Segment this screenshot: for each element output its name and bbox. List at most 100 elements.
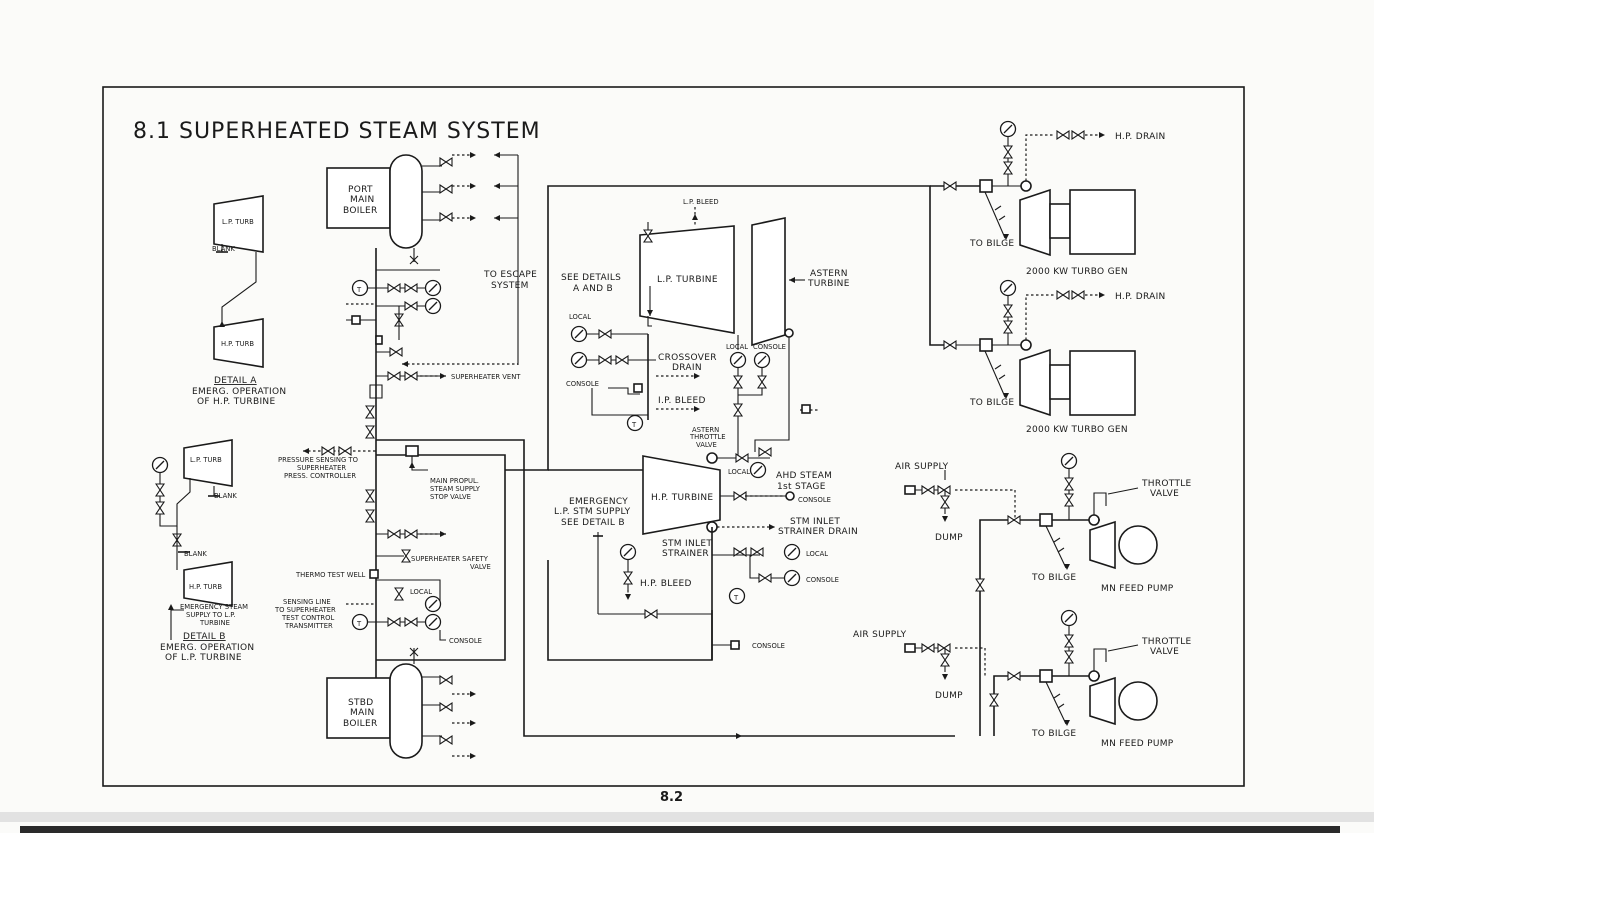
stm-inlet-group: STM INLET STRAINER DRAIN STM INLET STRAI… xyxy=(662,517,858,587)
temp-t-symbol-1: T xyxy=(356,286,362,294)
feed-pump-lower: AIR SUPPLY DUMP THROTTLE VALVE TO BILGE … xyxy=(853,609,1192,749)
see-details-label-2: A AND B xyxy=(573,284,613,294)
ahd-steam-label-2: 1st STAGE xyxy=(777,482,826,492)
turbo-gen-lower: H.P. DRAIN TO BILGE 2000 KW TURBO GEN xyxy=(943,279,1165,435)
to-bilge-label-2: TO BILGE xyxy=(969,398,1014,408)
port-main-boiler: PORT MAIN BOILER xyxy=(326,154,423,249)
hp-drain-label-1: H.P. DRAIN xyxy=(1115,132,1166,142)
stbd-boiler-label-3: BOILER xyxy=(343,719,378,729)
astern-turbine-label-1: ASTERN xyxy=(810,269,848,279)
sensing-line-label-2: TO SUPERHEATER xyxy=(274,606,336,614)
to-escape-label-1: TO ESCAPE xyxy=(483,270,537,280)
pressure-sensing-label-1: PRESSURE SENSING TO xyxy=(278,456,358,464)
local-label-2: LOCAL xyxy=(569,313,591,321)
pressure-sensing: PRESSURE SENSING TO SUPERHEATER PRESS. C… xyxy=(278,445,481,523)
astern-local-gauge xyxy=(729,351,747,369)
astern-throttle-label-3: VALVE xyxy=(696,441,717,449)
emergency-lp-label-1: EMERGENCY xyxy=(569,497,628,507)
sensing-line-label-1: SENSING LINE xyxy=(283,598,331,606)
pressure-sensing-label-3: PRESS. CONTROLLER xyxy=(284,472,356,480)
stm-inlet-drain-label-2: STRAINER DRAIN xyxy=(778,527,858,537)
detail-b-caption-1: DETAIL B xyxy=(183,632,226,642)
ahd-steam-label-1: AHD STEAM xyxy=(776,471,832,481)
hp-turbine-label: H.P. TURBINE xyxy=(651,493,713,503)
local-label-3: LOCAL xyxy=(726,343,748,351)
detail-b-blank-1: BLANK xyxy=(214,492,237,500)
astern-throttle-group: LOCAL CONSOLE ASTERN THROTTLE VALVE xyxy=(689,335,818,464)
detail-a: L.P. TURB H.P. TURB BLANK DETAIL A EMERG… xyxy=(192,195,286,407)
emergency-lp-label-2: L.P. STM SUPPLY xyxy=(554,507,631,517)
feed-pump-label-1: MN FEED PUMP xyxy=(1101,584,1174,594)
console-label-2: CONSOLE xyxy=(566,380,599,388)
detail-b: L.P. TURB H.P. TURB BLANK BLANK EMERGENC… xyxy=(151,439,254,663)
hp-bleed-group: H.P. BLEED T CONSOLE xyxy=(597,527,785,660)
throttle-valve-label-2b: VALVE xyxy=(1150,647,1179,657)
emergency-lp-label-3: SEE DETAIL B xyxy=(561,518,625,528)
superheater-header: T SUPERHEATER VENT xyxy=(346,248,521,680)
stbd-main-boiler: STBD MAIN BOILER xyxy=(326,647,476,759)
binding-strip xyxy=(0,812,1374,833)
stbd-boiler-label-2: MAIN xyxy=(350,708,375,718)
dump-label-1: DUMP xyxy=(935,533,963,543)
ip-bleed-label: I.P. BLEED xyxy=(658,396,706,406)
turbo-gen-label-2: 2000 KW TURBO GEN xyxy=(1026,425,1128,435)
ahd-steam-group: LOCAL CONSOLE AHD STEAM 1st STAGE xyxy=(720,461,832,504)
diagram-title: 8.1 SUPERHEATED STEAM SYSTEM xyxy=(133,119,541,144)
astern-turbine: ASTERN TURBINE xyxy=(751,217,850,452)
feed-pump-lower-gauge xyxy=(1060,609,1078,627)
console-label-1: CONSOLE xyxy=(449,637,482,645)
superheater-safety-group: SUPERHEATER SAFETY VALVE THERMO TEST WEL… xyxy=(274,529,491,645)
detail-b-lp-turbine xyxy=(183,439,233,487)
turbo-gen-label-1: 2000 KW TURBO GEN xyxy=(1026,267,1128,277)
superheater-safety-label-1: SUPERHEATER SAFETY xyxy=(411,555,489,563)
detail-b-blank-2: BLANK xyxy=(184,550,207,558)
pressure-gauge-3 xyxy=(424,595,442,613)
console-label-6: CONSOLE xyxy=(752,642,785,650)
stbd-boiler-label-1: STBD xyxy=(348,698,374,708)
diagram-frame xyxy=(102,86,1245,787)
see-details-label-1: SEE DETAILS xyxy=(561,273,621,283)
sensing-line-label-4: TRANSMITTER xyxy=(284,622,333,630)
temp-t-symbol-3: T xyxy=(631,421,637,429)
feed-pump-upper: AIR SUPPLY DUMP THROTTLE VALVE TO BILGE … xyxy=(895,452,1191,736)
port-boiler-label-1: PORT xyxy=(348,185,373,195)
lp-turbine-label: L.P. TURBINE xyxy=(657,275,718,285)
to-bilge-label-4: TO BILGE xyxy=(1031,729,1076,739)
superheater-safety-label-2: VALVE xyxy=(470,563,491,571)
crossover-local-gauge xyxy=(570,325,588,343)
astern-throttle-label-1: ASTERN xyxy=(692,426,719,434)
air-supply-label-1: AIR SUPPLY xyxy=(895,462,949,472)
detail-b-hp-turbine xyxy=(183,561,233,607)
hp-bleed-label: H.P. BLEED xyxy=(640,579,692,589)
detail-b-gauge xyxy=(151,456,169,474)
detail-a-blank-label: BLANK xyxy=(212,245,235,253)
stm-inlet-drain-label-1: STM INLET xyxy=(790,517,840,527)
feed-pump-label-2: MN FEED PUMP xyxy=(1101,739,1174,749)
detail-b-caption-2: EMERG. OPERATION xyxy=(160,643,254,653)
detail-a-lp-turbine xyxy=(213,195,264,253)
stm-inlet-strainer-label-1: STM INLET xyxy=(662,539,712,549)
main-propul-label-1: MAIN PROPUL. xyxy=(430,477,479,485)
turbo-gen-upper-gauge xyxy=(999,120,1017,138)
pressure-sensing-label-2: SUPERHEATER xyxy=(297,464,346,472)
detail-b-emergency-3: TURBINE xyxy=(199,619,230,627)
dump-label-2: DUMP xyxy=(935,691,963,701)
detail-b-caption-3: OF L.P. TURBINE xyxy=(165,653,242,663)
detail-a-caption-1: DETAIL A xyxy=(214,376,257,386)
crossover-console-gauge xyxy=(570,351,588,369)
throttle-valve-label-2a: THROTTLE xyxy=(1141,637,1192,647)
hp-bleed-gauge xyxy=(619,543,637,561)
detail-b-lp-label: L.P. TURB xyxy=(190,456,222,464)
sensing-line-label-3: TEST CONTROL xyxy=(281,614,334,622)
stm-inlet-console-gauge xyxy=(783,569,801,587)
astern-turbine-label-2: TURBINE xyxy=(807,279,850,289)
turbo-gen-lower-gauge xyxy=(999,279,1017,297)
detail-b-hp-label: H.P. TURB xyxy=(189,583,222,591)
crossover-drain-label-1: CROSSOVER xyxy=(658,353,717,363)
ahd-local-gauge xyxy=(749,461,767,479)
lp-bleed-label: L.P. BLEED xyxy=(683,198,719,206)
pressure-gauge-1 xyxy=(424,279,442,297)
main-propul-label-3: STOP VALVE xyxy=(430,493,471,501)
main-propul-label-2: STEAM SUPPLY xyxy=(430,485,481,493)
to-bilge-label-3: TO BILGE xyxy=(1031,573,1076,583)
